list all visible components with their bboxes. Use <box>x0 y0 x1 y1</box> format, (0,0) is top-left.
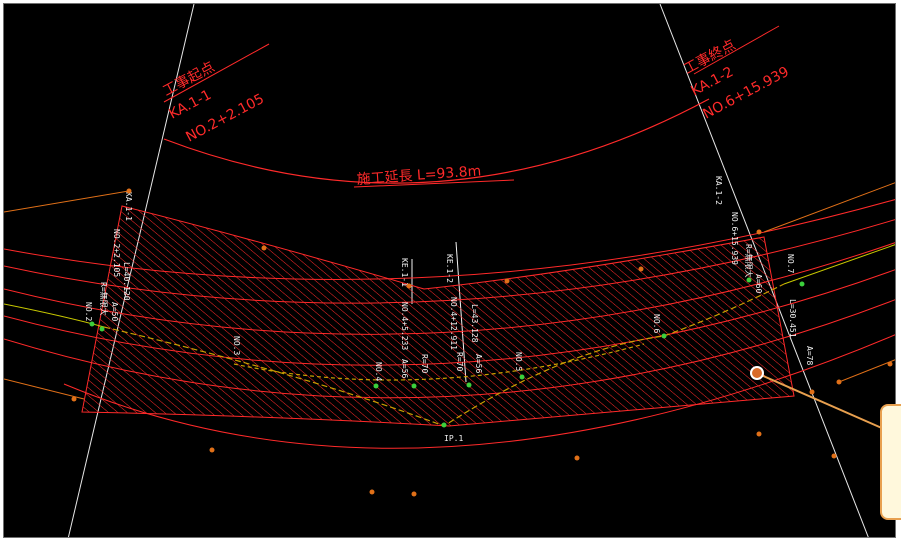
survey-point <box>71 396 77 402</box>
label-a1: A=50 <box>110 302 119 321</box>
label-no4: NO.4 <box>374 362 383 381</box>
survey-point <box>261 245 267 251</box>
orange-line-1 <box>4 190 130 213</box>
cad-viewport[interactable]: 工事起点 KA.1-1 NO.2+2.105 工事終点 KA.1-2 NO.6+… <box>3 3 896 538</box>
road-edge-2 <box>4 219 895 304</box>
survey-point <box>406 283 412 289</box>
survey-point <box>746 277 752 283</box>
label-a2: A=56 <box>400 359 409 378</box>
hatched-area <box>81 205 795 427</box>
orange-line-3 <box>763 182 895 233</box>
label-ke12: KE.1-2 <box>445 254 454 283</box>
label-ka12: KA.1-2 <box>714 176 723 205</box>
label-ka12-no: NO.6+15.939 <box>730 212 739 265</box>
survey-point <box>519 374 525 380</box>
label-l1: L=40.120 <box>122 262 131 301</box>
road-edge-3 <box>4 242 895 335</box>
end-leader <box>693 25 780 75</box>
centerline-left <box>4 303 105 328</box>
label-r2: R=70 <box>420 354 429 373</box>
survey-point <box>373 383 379 389</box>
start-leader <box>163 43 270 103</box>
survey-points <box>71 188 893 497</box>
survey-point <box>831 453 837 459</box>
survey-point <box>466 382 472 388</box>
label-ke11: KE.1-1 <box>400 258 409 287</box>
survey-point <box>209 447 215 453</box>
survey-point <box>638 266 644 272</box>
survey-point <box>574 455 580 461</box>
survey-point <box>89 321 95 327</box>
orange-line-4 <box>838 359 895 383</box>
survey-point <box>126 188 132 194</box>
label-r4: R=無限大 <box>744 244 754 278</box>
label-no3: NO.3 <box>232 336 241 355</box>
road-edge-4 <box>4 269 895 366</box>
label-l3: L=30.451 <box>788 299 797 338</box>
callout-box <box>880 404 901 520</box>
survey-point <box>99 326 105 332</box>
label-ka11: KA.1-1 <box>124 192 133 221</box>
road-edge-1 <box>4 199 895 280</box>
centerline-right <box>783 244 895 285</box>
survey-point <box>411 491 417 497</box>
cad-drawing[interactable]: 工事起点 KA.1-1 NO.2+2.105 工事終点 KA.1-2 NO.6+… <box>4 4 896 538</box>
survey-point <box>836 379 842 385</box>
orange-line-2 <box>4 378 85 400</box>
survey-point <box>661 333 667 339</box>
survey-point <box>369 489 375 495</box>
label-ke12-no: NO.4+12.911 <box>449 297 458 350</box>
length-underline <box>353 179 515 188</box>
survey-point <box>756 431 762 437</box>
survey-point <box>504 278 510 284</box>
survey-point <box>799 281 805 287</box>
label-a4: A=60 <box>754 274 763 293</box>
survey-point <box>809 389 815 395</box>
survey-point <box>441 422 447 428</box>
label-no7: NO.7 <box>786 254 795 273</box>
callout-pointer-line <box>760 374 885 430</box>
label-no6: NO.6 <box>652 314 661 333</box>
length-arc <box>163 98 710 184</box>
callout-pointer-dot <box>750 366 764 380</box>
label-no2: NO.2 <box>84 302 93 321</box>
road-edge-5 <box>4 299 895 399</box>
label-no5: NO.5 <box>514 352 523 371</box>
survey-point <box>887 361 893 367</box>
label-a5: A=78 <box>805 346 814 365</box>
label-ka11-no: NO.2+2.105 <box>112 229 121 277</box>
survey-point <box>756 229 762 235</box>
label-ip: IP.1 <box>444 434 463 443</box>
label-r3: R=70 <box>455 352 464 371</box>
centerline-curve <box>233 343 645 381</box>
label-ke11-no: NO.4+5.233 <box>400 302 409 350</box>
label-l2: L=43.128 <box>470 304 479 343</box>
label-a3: A=56 <box>474 354 483 373</box>
survey-point <box>411 383 417 389</box>
road-edge-6 <box>63 334 895 449</box>
label-r1: R=無限大 <box>99 282 109 316</box>
